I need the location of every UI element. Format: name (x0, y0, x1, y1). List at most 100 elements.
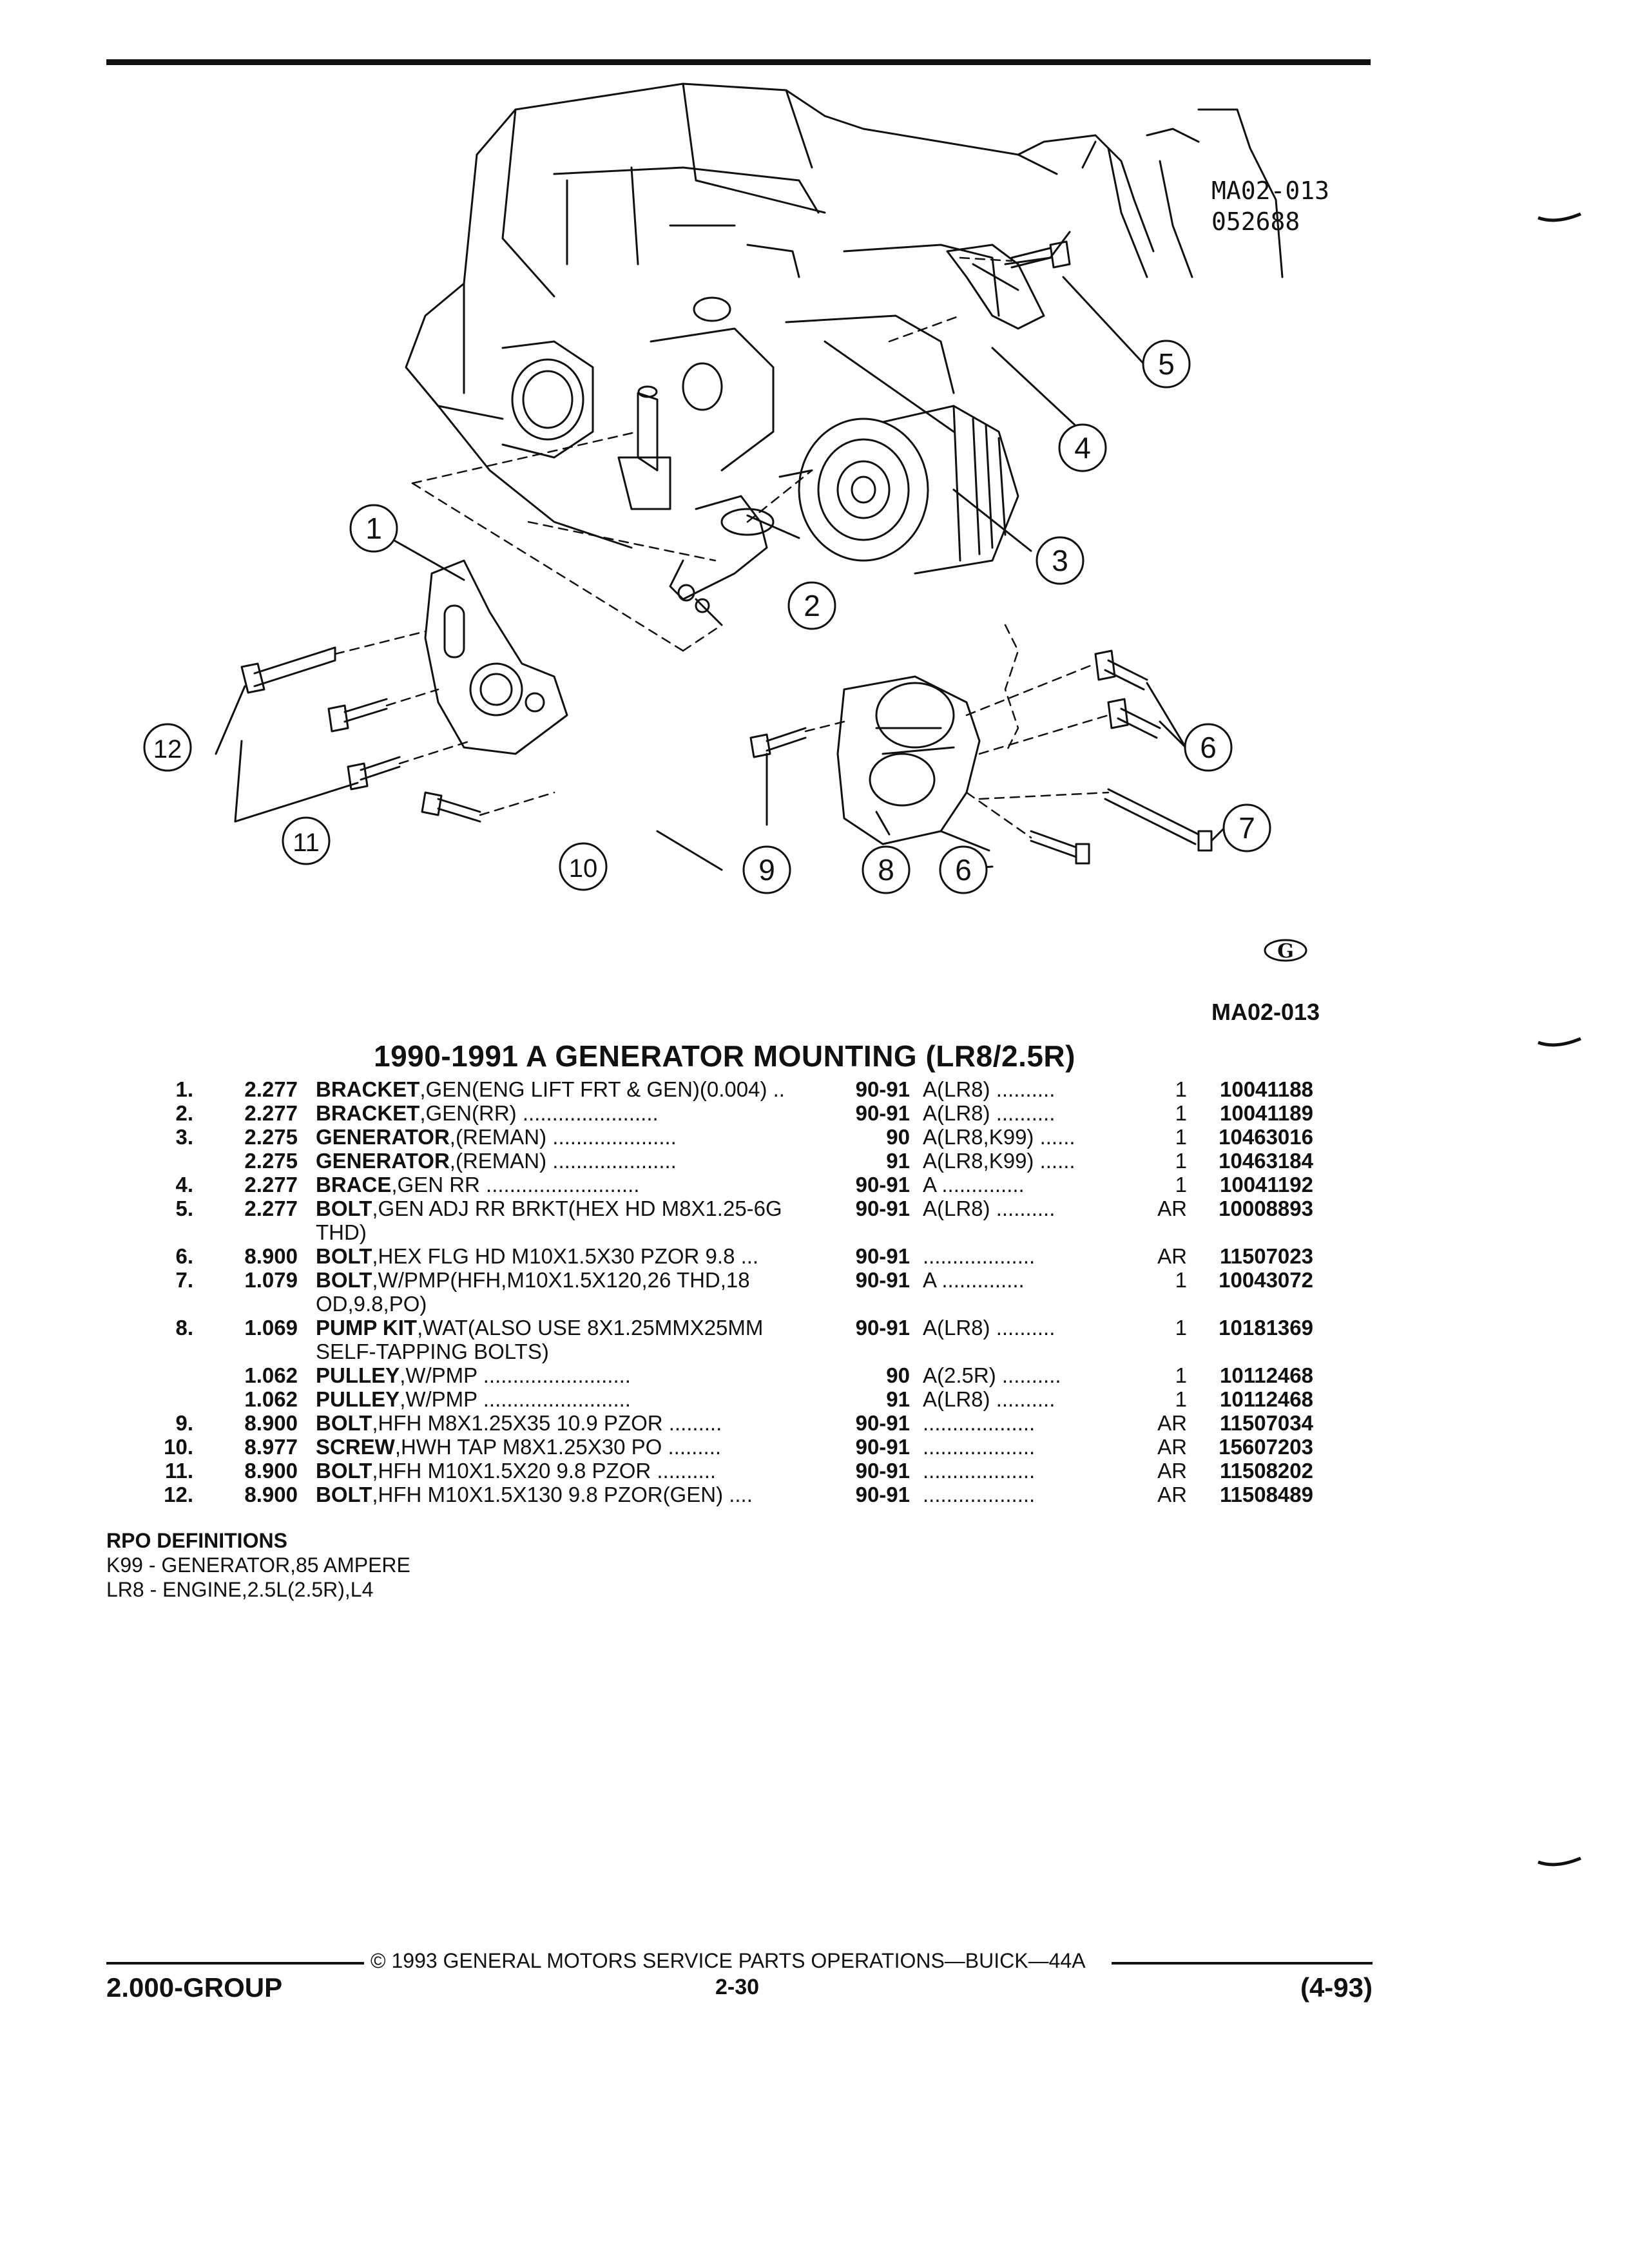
part-description: BRACE,GEN RR .......................... (316, 1173, 851, 1196)
part-row: 10. 8.977 SCREW,HWH TAP M8X1.25X30 PO ....… (148, 1435, 1373, 1459)
part-detail: ,GEN(ENG LIFT FRT & GEN)(0.004) .. (419, 1077, 785, 1101)
part-description: BOLT,HFH M10X1.5X20 9.8 PZOR .......... (316, 1459, 851, 1483)
quantity: 1 (1175, 1125, 1187, 1149)
model-years: 90 (886, 1363, 910, 1387)
water-pump-illustration (836, 675, 981, 845)
part-name: BRACKET (316, 1077, 420, 1101)
part-name: BRACKET (316, 1101, 420, 1125)
item-number: 10. (164, 1435, 193, 1459)
part-number: 10008893 (1219, 1196, 1313, 1220)
application: ................... (923, 1244, 1036, 1268)
application: A(LR8) .......... (923, 1196, 1055, 1220)
quantity: 1 (1175, 1173, 1187, 1196)
footer-rule-left (106, 1962, 364, 1965)
application: ................... (923, 1411, 1036, 1435)
application: A(LR8) .......... (923, 1316, 1055, 1340)
application: ................... (923, 1435, 1036, 1459)
part-name: BOLT (316, 1411, 372, 1435)
model-years: 90-91 (855, 1435, 910, 1459)
callout-5: 5 (1158, 347, 1175, 381)
application: A .............. (923, 1268, 1025, 1292)
part-description: BOLT,HEX FLG HD M10X1.5X30 PZOR 9.8 ... (316, 1244, 851, 1268)
part-detail: ,GEN ADJ RR BRKT(HEX HD M8X1.25-6G (372, 1196, 782, 1220)
part-row: 8. 1.069 PUMP KIT,WAT(ALSO USE 8X1.25MMX25… (148, 1316, 1373, 1363)
group-number: 8.977 (244, 1435, 298, 1459)
part-name: BRACE (316, 1173, 392, 1196)
part-detail: ,W/PMP(HFH,M10X1.5X120,26 THD,18 (372, 1268, 750, 1292)
exploded-parts-diagram: 1 2 3 4 5 6 6 7 8 9 10 11 12 (103, 71, 1379, 954)
part-number: 10041189 (1219, 1101, 1313, 1125)
part-description: GENERATOR,(REMAN) ..................... (316, 1125, 851, 1149)
model-years: 90-91 (855, 1483, 910, 1506)
group-number: 2.275 (244, 1125, 298, 1149)
part-detail-continued: THD) (316, 1220, 367, 1244)
group-number: 8.900 (244, 1459, 298, 1483)
figure-code-top: MA02-013 052688 (1211, 175, 1329, 237)
part-number: 10112468 (1219, 1363, 1313, 1387)
scan-artifact (1537, 1037, 1581, 1047)
part-number: 10041188 (1219, 1077, 1313, 1101)
part-row: 11. 8.900 BOLT,HFH M10X1.5X20 9.8 PZOR ...… (148, 1459, 1373, 1483)
figure-date-code: 052688 (1211, 207, 1300, 236)
quantity: AR (1157, 1435, 1187, 1459)
item-number: 4. (175, 1173, 193, 1196)
quantity: 1 (1175, 1149, 1187, 1173)
part-detail-continued: OD,9.8,PO) (316, 1292, 427, 1316)
part-detail: ,W/PMP ......................... (400, 1387, 631, 1411)
item-number: 6. (175, 1244, 193, 1268)
callout-2: 2 (804, 589, 820, 622)
svg-text:G: G (1277, 940, 1294, 963)
part-name: BOLT (316, 1196, 372, 1220)
callouts: 1 2 3 4 5 6 6 7 8 9 10 11 12 (143, 340, 1271, 894)
part-number: 10463016 (1219, 1125, 1313, 1149)
part-detail: ,HFH M8X1.25X35 10.9 PZOR ......... (372, 1411, 722, 1435)
group-number: 1.069 (244, 1316, 298, 1340)
page-number: 2-30 (715, 1975, 760, 1999)
part-description: BRACKET,GEN(RR) ....................... (316, 1101, 851, 1125)
callout-leaders (215, 276, 1226, 871)
part-number: 10112468 (1219, 1387, 1313, 1411)
item-number: 7. (175, 1268, 193, 1292)
callout-6-lower: 6 (955, 853, 972, 887)
stud-and-bracket-detail (617, 385, 671, 510)
callout-7: 7 (1239, 811, 1255, 845)
item-number: 9. (175, 1411, 193, 1435)
application: A .............. (923, 1173, 1025, 1196)
scan-artifact (1537, 1857, 1581, 1867)
callout-12: 12 (153, 735, 182, 764)
application: ................... (923, 1459, 1036, 1483)
scan-artifact (1537, 213, 1581, 222)
figure-id: MA02-013 (1211, 177, 1330, 205)
part-detail: ,W/PMP ......................... (400, 1363, 631, 1387)
rpo-header: RPO DEFINITIONS (106, 1529, 287, 1552)
part-number: 10181369 (1219, 1316, 1313, 1340)
model-years: 90-91 (855, 1316, 910, 1340)
part-name: PULLEY (316, 1363, 400, 1387)
model-years: 90-91 (855, 1244, 910, 1268)
item-number: 12. (164, 1483, 193, 1506)
model-years: 90-91 (855, 1268, 910, 1292)
application: A(LR8,K99) ...... (923, 1125, 1075, 1149)
item-number: 11. (164, 1459, 193, 1483)
section-title: 1990-1991 A GENERATOR MOUNTING (LR8/2.5R… (374, 1039, 1075, 1073)
quantity: AR (1157, 1411, 1187, 1435)
item-number: 1. (175, 1077, 193, 1101)
model-years: 90-91 (855, 1196, 910, 1220)
part-name: PUMP KIT (316, 1316, 418, 1340)
brace-illustration (946, 244, 1045, 330)
part-number: 11507023 (1219, 1244, 1313, 1268)
part-description: SCREW,HWH TAP M8X1.25X30 PO ......... (316, 1435, 851, 1459)
quantity: 1 (1175, 1316, 1187, 1340)
item-number: 8. (175, 1316, 193, 1340)
part-detail: ,GEN(RR) ....................... (419, 1101, 659, 1125)
part-description: GENERATOR,(REMAN) ..................... (316, 1149, 851, 1173)
